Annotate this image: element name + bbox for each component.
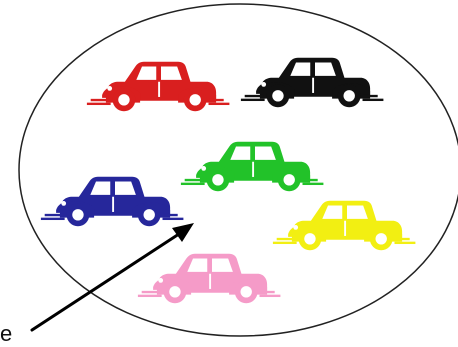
set-ellipse xyxy=(18,3,458,337)
black-car xyxy=(240,57,384,108)
arrow-shaft xyxy=(30,230,184,332)
pointer-arrow xyxy=(30,223,194,332)
cropped-label-text: e xyxy=(0,322,13,346)
red-car xyxy=(86,61,230,112)
blue-car xyxy=(40,176,184,227)
pink-car xyxy=(137,253,281,304)
green-car xyxy=(180,141,324,192)
yellow-car xyxy=(272,200,416,251)
arrow-head xyxy=(172,223,194,242)
